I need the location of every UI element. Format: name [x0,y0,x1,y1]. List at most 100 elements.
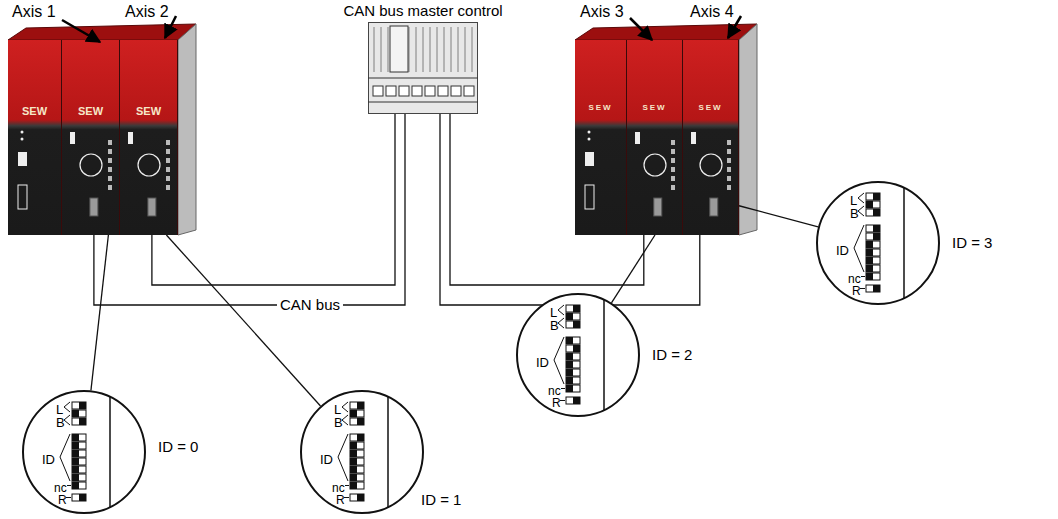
drawing-part [866,241,873,248]
switch-label: L [56,403,63,416]
drawing-part [72,466,79,473]
drawing-part [108,158,112,163]
brand-label: SEW [8,106,61,117]
drawing-part [566,337,580,344]
drawing-part [566,361,580,368]
switch-label: R [336,494,345,506]
drawing-part [72,482,79,489]
drawing-part [588,138,591,141]
drawing-part [566,313,580,320]
drawing-part [566,305,580,312]
pointer-arrow [630,18,652,40]
drawing-part [18,26,731,216]
drawing-part [72,494,86,501]
drawing-part [444,27,445,72]
drawing-part [866,257,880,264]
axis-label: Axis 2 [125,4,169,20]
drawing-part [573,345,580,352]
drawing-part [561,388,565,389]
drawing-part [66,497,71,498]
node-id-label: ID = 2 [652,347,692,362]
drawing-part [861,276,865,277]
drawing-part [67,485,71,486]
drawing-part [671,185,675,190]
drawing-part [386,86,396,96]
axis-label: Axis 3 [580,4,624,20]
drawing-part [866,233,880,240]
drawing-part [72,450,86,457]
drawing-part [465,27,466,72]
brand-label: SEW [683,104,738,112]
drawing-part [654,198,662,216]
drawing-part [350,402,364,409]
brand-label: SEW [627,104,682,112]
drawing-part [350,410,364,417]
drawing-part [866,209,880,216]
drawing-part [866,249,873,256]
drawing-part [388,27,389,72]
drawing-part [21,138,24,141]
drawing-part [350,482,357,489]
drawing-part [464,86,474,96]
pointer-arrow [728,16,741,38]
switch-label: L [850,194,857,207]
drawing-part [866,225,880,232]
drawing-part [566,313,573,320]
drawing-part [566,385,573,392]
drawing-part [566,377,580,384]
switch-label: B [334,416,343,429]
drawing-part [166,140,170,145]
pointer-arrow [165,16,176,38]
drawing-part [368,102,478,103]
drawing-part [350,410,357,417]
drawing-part [635,132,640,144]
drawing-part [866,241,880,248]
drawing-part [350,466,364,473]
node-id-label: ID = 1 [421,492,461,507]
axis-label: Axis 4 [690,4,734,20]
drawing-part [79,418,86,425]
drawing-part [381,27,382,72]
drawing-part [138,154,160,176]
drawing-part [425,86,435,96]
brand-label: SEW [120,106,177,117]
switch-callout: LBIDncRID = 3 [816,181,940,305]
drawing-part [108,149,112,154]
drawing-part [108,185,112,190]
drawing-part [338,434,348,481]
drawing-part [858,193,864,203]
drawing-part [72,410,86,417]
dip-switch-drawing [516,293,640,417]
drawing-part [368,78,478,79]
switch-label: nc [54,482,67,494]
drawing-part [64,415,70,425]
drawing-part [350,450,357,457]
drawing-part [350,474,364,481]
drawing-part [72,418,86,425]
drawing-part [566,353,573,360]
drawing-part [72,458,79,465]
drawing-part [566,369,580,376]
axis-label: Axis 1 [12,4,56,20]
leader-line [611,235,655,303]
drawing-part [727,176,731,181]
drawing-part [873,285,880,292]
drawing-part [873,193,880,200]
drawing-part [573,397,580,404]
drawing-part [21,131,24,134]
drawing-part [357,418,364,425]
drawing-part [566,397,580,404]
switch-label: L [334,403,341,416]
node-id-label: ID = 3 [952,235,992,250]
drawing-part [566,337,573,344]
drawing-part [866,193,880,200]
drawing-part [873,233,880,240]
drawing-part [866,257,873,264]
drawing-part [566,345,580,352]
drawing-part [357,494,364,501]
drawing-part [671,158,675,163]
drawing-part [399,86,409,96]
drawing-part [437,27,438,72]
drawing-part [585,152,594,166]
drawing-part [710,198,718,216]
